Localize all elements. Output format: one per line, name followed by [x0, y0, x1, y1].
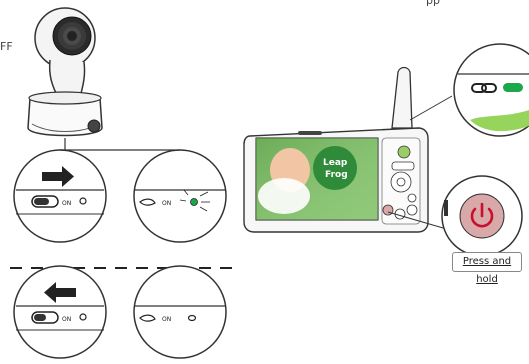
svg-text:ON: ON [62, 316, 71, 323]
parent-monitor: Leap Frog [244, 68, 428, 233]
zoom-switch-off: ON [14, 266, 106, 358]
switch-label-on: ON [62, 200, 71, 207]
svg-text:ON: ON [162, 316, 171, 323]
logo-text-bottom: Frog [325, 170, 348, 180]
status-led [191, 199, 198, 206]
zoom-led-off: ON [134, 266, 226, 358]
zoom-power-button [442, 176, 522, 256]
partial-label-off: FF [0, 40, 13, 53]
svg-text:ON: ON [162, 200, 171, 207]
zoom-switch-on: ON [14, 150, 106, 242]
zoom-link-status [454, 44, 529, 136]
press-and-hold-label: Press and hold [452, 252, 522, 272]
baby-camera [28, 8, 102, 150]
zoom-led-on: ON [134, 150, 226, 242]
partial-label-top: pp [426, 0, 440, 7]
logo-text-top: Leap [323, 158, 348, 168]
link-status-led [503, 83, 523, 92]
